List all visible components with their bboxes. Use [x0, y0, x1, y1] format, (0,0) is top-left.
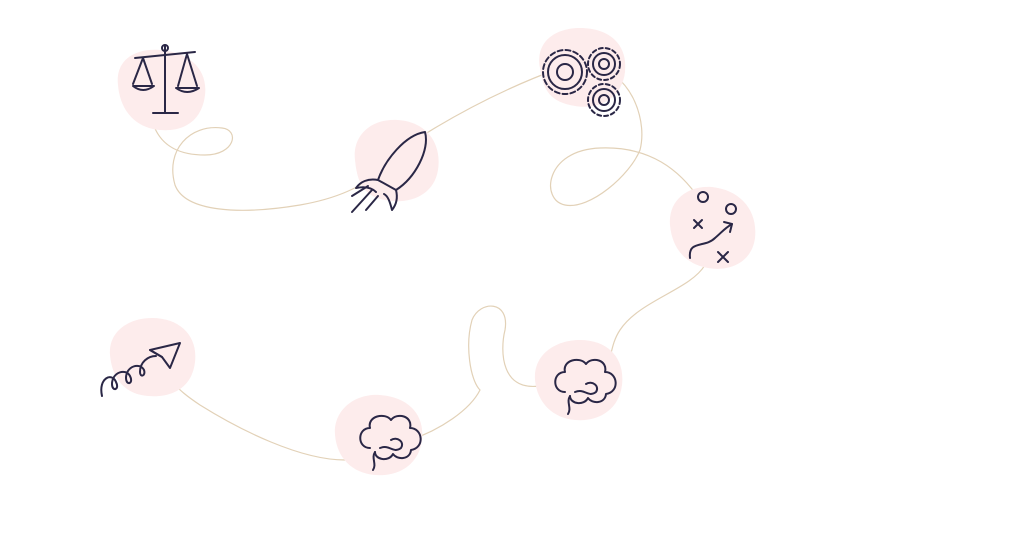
brain-bottom-blob [334, 394, 423, 476]
brain-right-blob [534, 340, 623, 421]
step-scales [117, 44, 206, 131]
strategy-play-icon [688, 191, 737, 263]
scales-icon [132, 44, 200, 114]
brain-icon [359, 414, 422, 471]
gears-icon [542, 47, 621, 117]
brain-icon [554, 358, 617, 415]
rocket-icon [351, 131, 427, 213]
step-gears [539, 28, 626, 117]
step-rocket [351, 119, 439, 213]
rocket-blob [354, 119, 439, 202]
paper-plane-icon [100, 342, 181, 397]
step-brain-right [534, 340, 623, 421]
strategy-blob [669, 186, 756, 269]
step-strategy [669, 186, 756, 269]
scales-blob [117, 49, 206, 131]
step-paper-plane [100, 318, 196, 397]
step-brain-bottom [334, 394, 423, 476]
journey-connector-path [151, 67, 706, 461]
